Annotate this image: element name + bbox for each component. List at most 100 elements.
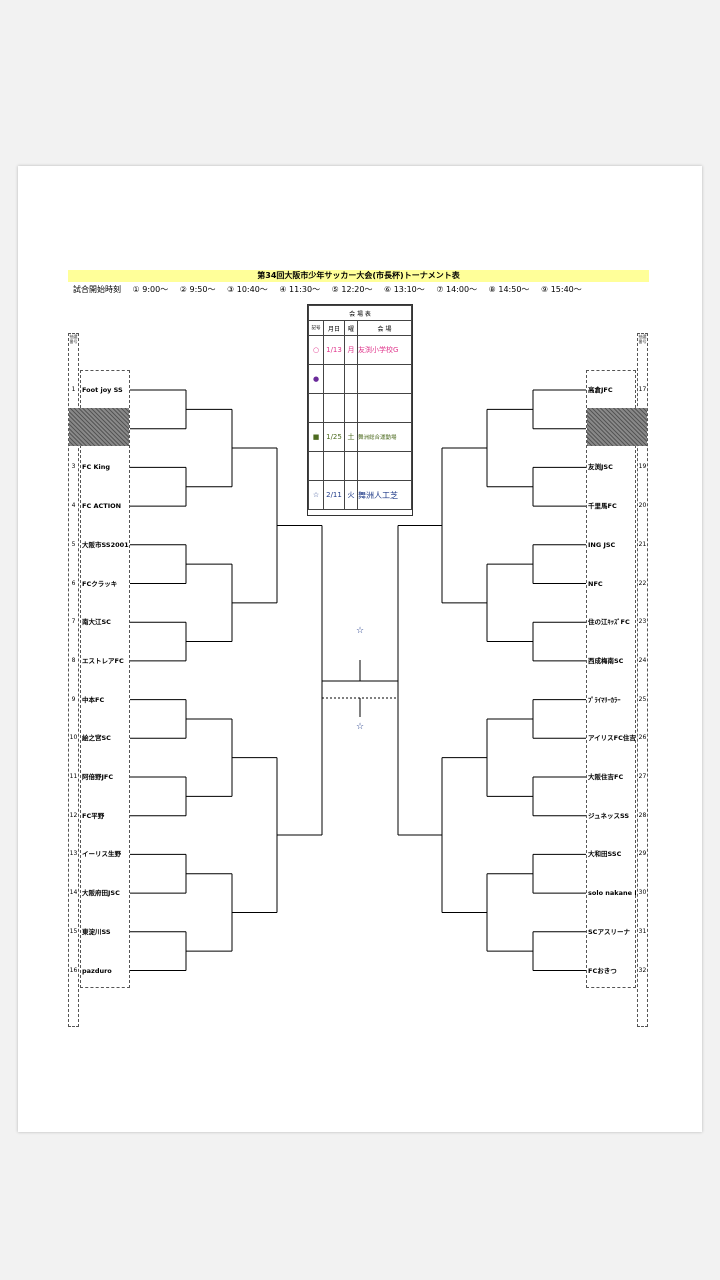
venue-day: 土 bbox=[344, 422, 358, 452]
venue-date: 1/25 bbox=[323, 422, 345, 452]
venue-mark bbox=[308, 451, 324, 481]
venue-header-place: 会 場 bbox=[357, 320, 412, 336]
draw-number: 5 bbox=[71, 540, 76, 548]
team-name: 友渕JSC bbox=[588, 463, 613, 472]
venue-date bbox=[323, 393, 345, 423]
draw-number: 8 bbox=[71, 656, 76, 664]
draw-number: 24 bbox=[638, 656, 647, 664]
right-team-column bbox=[586, 370, 636, 988]
team-name: エストレアFC bbox=[82, 656, 124, 665]
venue-place bbox=[357, 364, 412, 394]
team-name: 千里馬FC bbox=[588, 502, 617, 511]
draw-number: 19 bbox=[638, 463, 647, 471]
draw-number: 15 bbox=[69, 927, 78, 935]
venue-mark: ☆ bbox=[308, 480, 324, 510]
time-slot: ⑤ 12:20〜 bbox=[331, 285, 373, 294]
venue-place bbox=[357, 393, 412, 423]
team-name: 大阪住吉FC bbox=[588, 773, 624, 781]
venue-day: 月 bbox=[344, 335, 358, 365]
venue-caption: 会 場 表 bbox=[308, 305, 412, 321]
team-name: 住の江ｷｯｽﾞFC bbox=[588, 618, 630, 627]
venue-date: 2/11 bbox=[323, 480, 345, 510]
time-slot: ⑨ 15:40〜 bbox=[540, 285, 582, 294]
team-name: 大阪市SS2001 bbox=[82, 540, 129, 549]
draw-number: 9 bbox=[71, 695, 76, 703]
draw-number: 31 bbox=[638, 927, 647, 935]
venue-day: 火 bbox=[344, 480, 358, 510]
bye-slot-shade bbox=[587, 407, 647, 446]
venue-day bbox=[344, 393, 358, 423]
venue-place bbox=[357, 451, 412, 481]
venue-row bbox=[308, 451, 412, 481]
time-slot: ⑧ 14:50〜 bbox=[488, 285, 530, 294]
team-name: FC平野 bbox=[82, 811, 105, 820]
venue-day bbox=[344, 364, 358, 394]
draw-number: 20 bbox=[638, 502, 647, 510]
page-title: 第34回大阪市少年サッカー大会(市長杯)トーナメント表 bbox=[257, 271, 460, 280]
team-name: アイリスFC住吉 bbox=[588, 734, 636, 743]
time-slot: ③ 10:40〜 bbox=[227, 285, 268, 294]
venue-place: 友渕小学校G bbox=[357, 335, 412, 365]
team-name: FCクラッキ bbox=[82, 579, 118, 588]
venue-header-date: 月日 bbox=[323, 320, 345, 336]
draw-number: 11 bbox=[69, 773, 78, 780]
venue-mark bbox=[308, 393, 324, 423]
team-name: 西成梅南SC bbox=[588, 656, 624, 665]
draw-number: 1 bbox=[71, 386, 76, 393]
draw-number: 21 bbox=[638, 540, 647, 548]
venue-header-mark: 記号 bbox=[308, 320, 324, 336]
draw-number: 14 bbox=[69, 889, 78, 897]
draw-number: 13 bbox=[69, 850, 78, 858]
time-slot: ⑥ 13:10〜 bbox=[384, 285, 425, 294]
team-name: FC King bbox=[82, 463, 111, 472]
team-name: FC ACTION bbox=[82, 502, 122, 511]
team-name: ﾌﾟﾗｲﾏﾘｰｶﾗｰ bbox=[588, 695, 621, 704]
time-slot: ⑦ 14:00〜 bbox=[436, 285, 478, 294]
venue-date bbox=[323, 451, 345, 481]
draw-number: 27 bbox=[638, 773, 647, 780]
right-draw-number-column: 抽選番号 bbox=[637, 333, 648, 1027]
team-name: イーリス生野 bbox=[82, 850, 121, 859]
team-name: 阿倍野JFC bbox=[82, 773, 114, 781]
draw-number: 29 bbox=[638, 850, 647, 858]
draw-number: 26 bbox=[638, 734, 647, 742]
left-team-column bbox=[80, 370, 130, 988]
team-name: 大和田SSC bbox=[588, 850, 622, 859]
draw-number: 30 bbox=[638, 889, 647, 897]
draw-number: 23 bbox=[638, 618, 647, 626]
draw-number: 17 bbox=[638, 386, 647, 393]
draw-number: 6 bbox=[71, 579, 76, 587]
title-highlight bbox=[68, 270, 649, 282]
team-name: 東淀川SS bbox=[82, 927, 111, 936]
left-draw-number-column: 抽選番号 bbox=[68, 333, 79, 1027]
venue-place: 舞洲人工芝 bbox=[357, 480, 412, 510]
draw-number: 10 bbox=[69, 734, 78, 742]
venue-row bbox=[308, 393, 412, 423]
venue-date: 1/13 bbox=[323, 335, 345, 365]
team-name: 大阪府田JSC bbox=[82, 889, 120, 898]
draw-number-header: 抽選番号 bbox=[638, 334, 647, 344]
draw-number-header: 抽選番号 bbox=[69, 334, 78, 344]
draw-number: 4 bbox=[71, 502, 76, 510]
draw-number: 16 bbox=[69, 966, 78, 974]
draw-number: 7 bbox=[71, 618, 76, 626]
venue-mark: ■ bbox=[308, 422, 324, 452]
final-star-icon: ☆ bbox=[356, 722, 365, 732]
time-slot: ① 9:00〜 bbox=[132, 285, 169, 294]
team-name: FCおきつ bbox=[588, 966, 617, 975]
team-name: solo nakane FC bbox=[588, 889, 636, 898]
time-slot: ④ 11:30〜 bbox=[279, 285, 321, 294]
team-name: pazduro bbox=[82, 966, 112, 975]
draw-number: 32 bbox=[638, 966, 647, 974]
final-star-icon: ☆ bbox=[356, 626, 365, 636]
venue-date bbox=[323, 364, 345, 394]
team-name: 南大江SC bbox=[82, 618, 111, 627]
bye-slot-shade bbox=[69, 407, 129, 446]
team-name: NFC bbox=[588, 579, 603, 588]
venue-place: 舞洲総合運動場 bbox=[357, 422, 412, 452]
venue-day bbox=[344, 451, 358, 481]
draw-number: 25 bbox=[638, 695, 647, 703]
